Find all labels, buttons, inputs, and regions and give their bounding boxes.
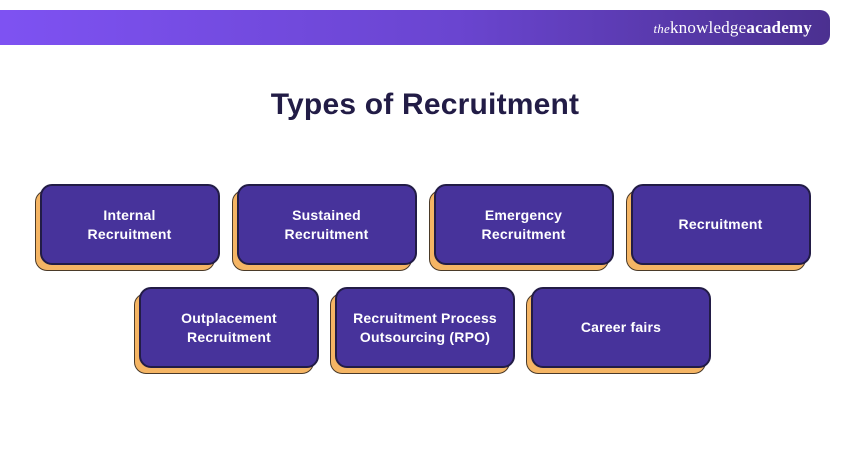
card-face: Recruitment: [630, 184, 811, 265]
type-card-rpo: Recruitment Process Outsourcing (RPO): [330, 287, 515, 374]
type-card-internal-recruitment: Internal Recruitment: [34, 184, 220, 271]
logo-the: the: [653, 20, 670, 36]
card-label: Internal Recruitment: [87, 206, 172, 242]
logo-knowledge: knowledge: [669, 17, 747, 37]
card-face: Outplacement Recruitment: [139, 287, 319, 368]
card-label: Career fairs: [580, 319, 662, 336]
card-face: Internal Recruitment: [39, 184, 220, 265]
card-row-2: Outplacement Recruitment Recruitment Pro…: [0, 287, 850, 374]
card-row-1: Internal Recruitment Sustained Recruitme…: [0, 184, 850, 271]
card-label: Emergency Recruitment: [481, 206, 566, 242]
header-bar: theknowledgeacademy: [0, 10, 830, 45]
card-face: Recruitment Process Outsourcing (RPO): [335, 287, 515, 368]
card-label: Outplacement Recruitment: [181, 309, 277, 345]
card-face: Emergency Recruitment: [433, 184, 614, 265]
card-label: Recruitment: [678, 216, 763, 233]
card-label: Sustained Recruitment: [284, 206, 369, 242]
card-face: Sustained Recruitment: [236, 184, 417, 265]
card-face: Career fairs: [531, 287, 711, 368]
page-title: Types of Recruitment: [270, 88, 580, 121]
type-card-career-fairs: Career fairs: [526, 287, 711, 374]
knowledge-academy-logo: theknowledgeacademy: [654, 18, 813, 38]
card-label: Recruitment Process Outsourcing (RPO): [353, 309, 497, 345]
type-card-recruitment: Recruitment: [625, 184, 811, 271]
type-card-sustained-recruitment: Sustained Recruitment: [231, 184, 417, 271]
type-card-outplacement-recruitment: Outplacement Recruitment: [134, 287, 319, 374]
logo-academy: academy: [746, 17, 812, 37]
type-card-emergency-recruitment: Emergency Recruitment: [428, 184, 614, 271]
